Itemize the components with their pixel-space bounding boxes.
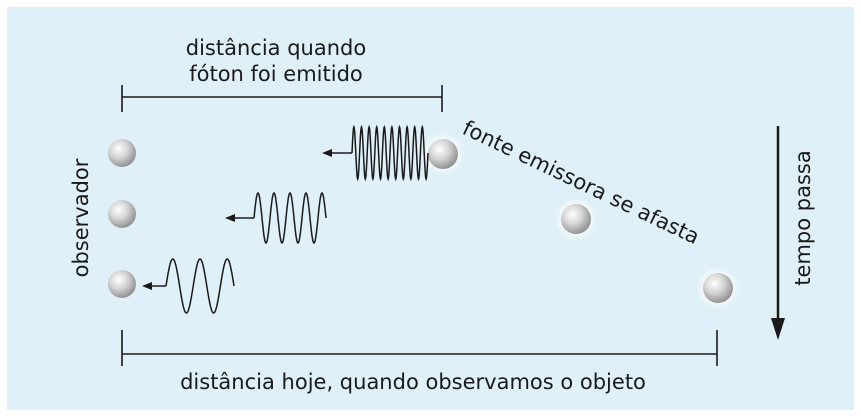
observed-wave [142, 258, 235, 314]
observer-sphere [108, 200, 136, 228]
wave-arrow-icon [225, 214, 235, 222]
observer-sphere [108, 139, 136, 167]
emitted-wave [322, 124, 429, 182]
current-distance-bracket [121, 330, 718, 366]
observer-sphere [108, 270, 136, 298]
arrow-down-icon [771, 318, 785, 340]
source-sphere [421, 132, 465, 176]
source-sphere [554, 197, 598, 241]
wave-arrow-icon [322, 149, 332, 157]
emission-distance-label-line1: distância quando [186, 36, 366, 60]
observer-label: observador [69, 158, 93, 277]
wave-arrow-icon [142, 282, 152, 290]
time-arrow [771, 126, 785, 340]
emission-distance-label-line2: fóton foi emitido [189, 62, 363, 86]
emission-distance-bracket [121, 85, 443, 112]
intermediate-wave [225, 192, 327, 244]
current-distance-label: distância hoje, quando observamos o obje… [180, 370, 646, 394]
diagram-background [7, 7, 854, 410]
source-sphere [696, 266, 740, 310]
time-passes-label: tempo passa [791, 150, 815, 285]
